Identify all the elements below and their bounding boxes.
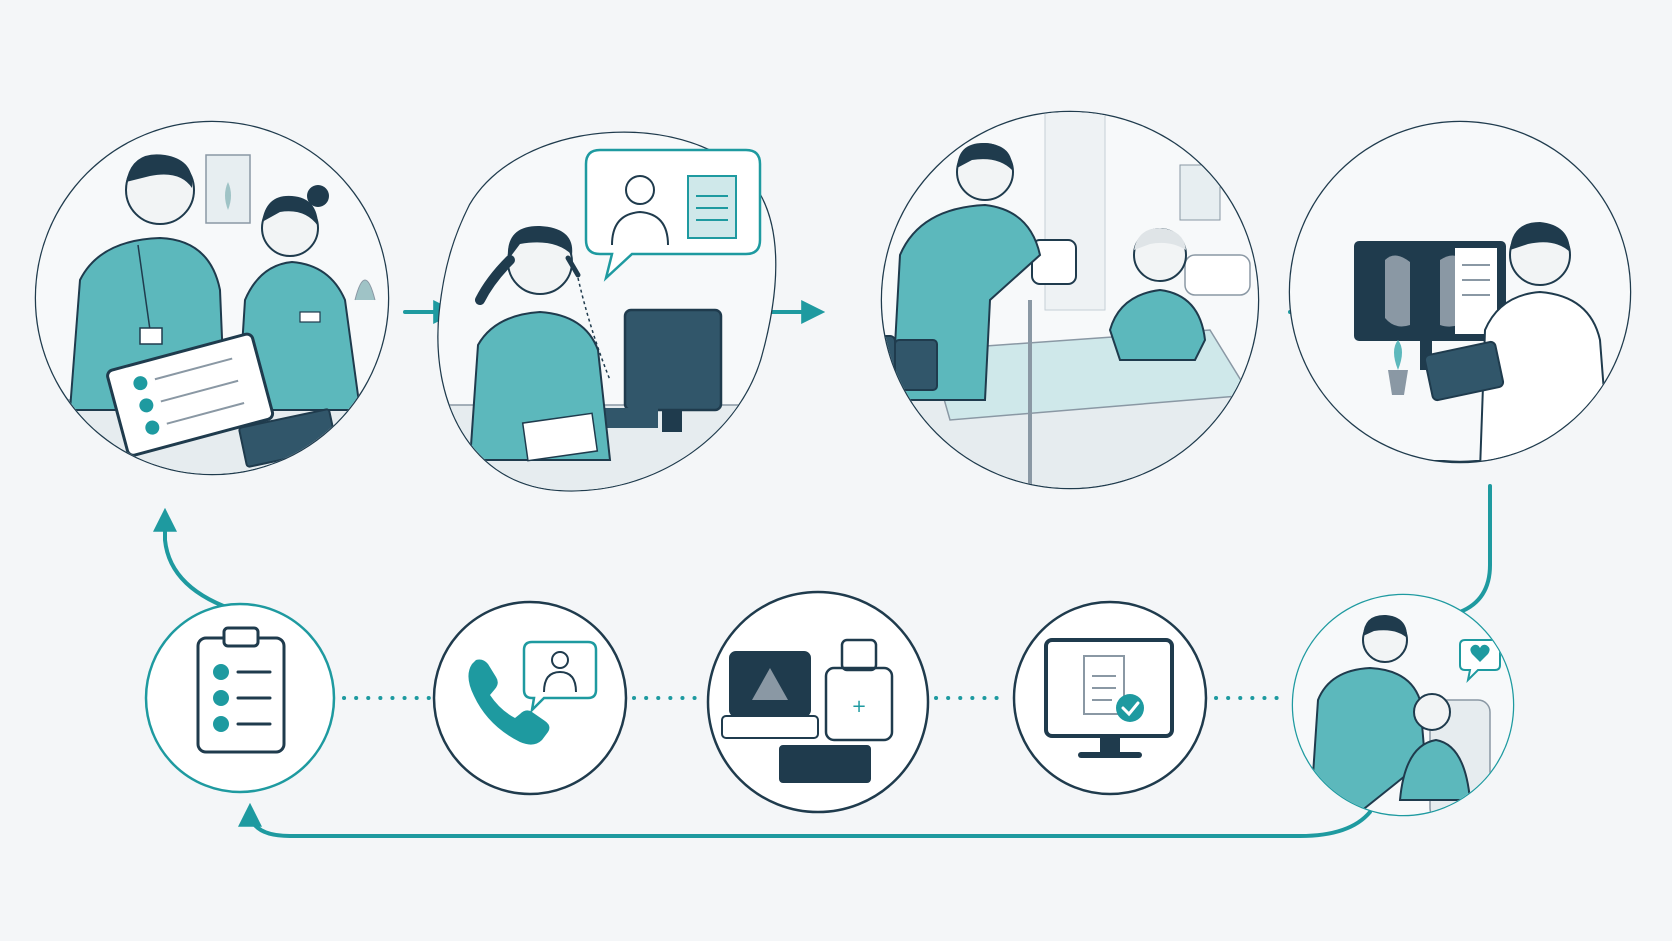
portable-ultrasound-devices-icon: +: [706, 590, 930, 814]
phone-doctor-icon: [432, 600, 628, 796]
bedside-portable-ultrasound-illustration: [880, 110, 1260, 490]
clinician-xray-review-illustration: [1288, 120, 1632, 464]
doctor-document-bubble: [584, 148, 762, 282]
arrow-checklist-to-scene1: [153, 507, 242, 614]
care-team-checklist-illustration: [34, 120, 390, 476]
nurse-patient-care-icon: [1291, 593, 1515, 817]
monitor-report-check-icon: [1012, 600, 1208, 796]
svg-text:+: +: [851, 696, 866, 717]
nurse-phone-consult-illustration: [437, 131, 777, 492]
return-loop-line: [238, 802, 1372, 838]
clipboard-checklist-icon: [144, 602, 336, 794]
arrow-scene4-to-patient-support: [1458, 484, 1492, 614]
